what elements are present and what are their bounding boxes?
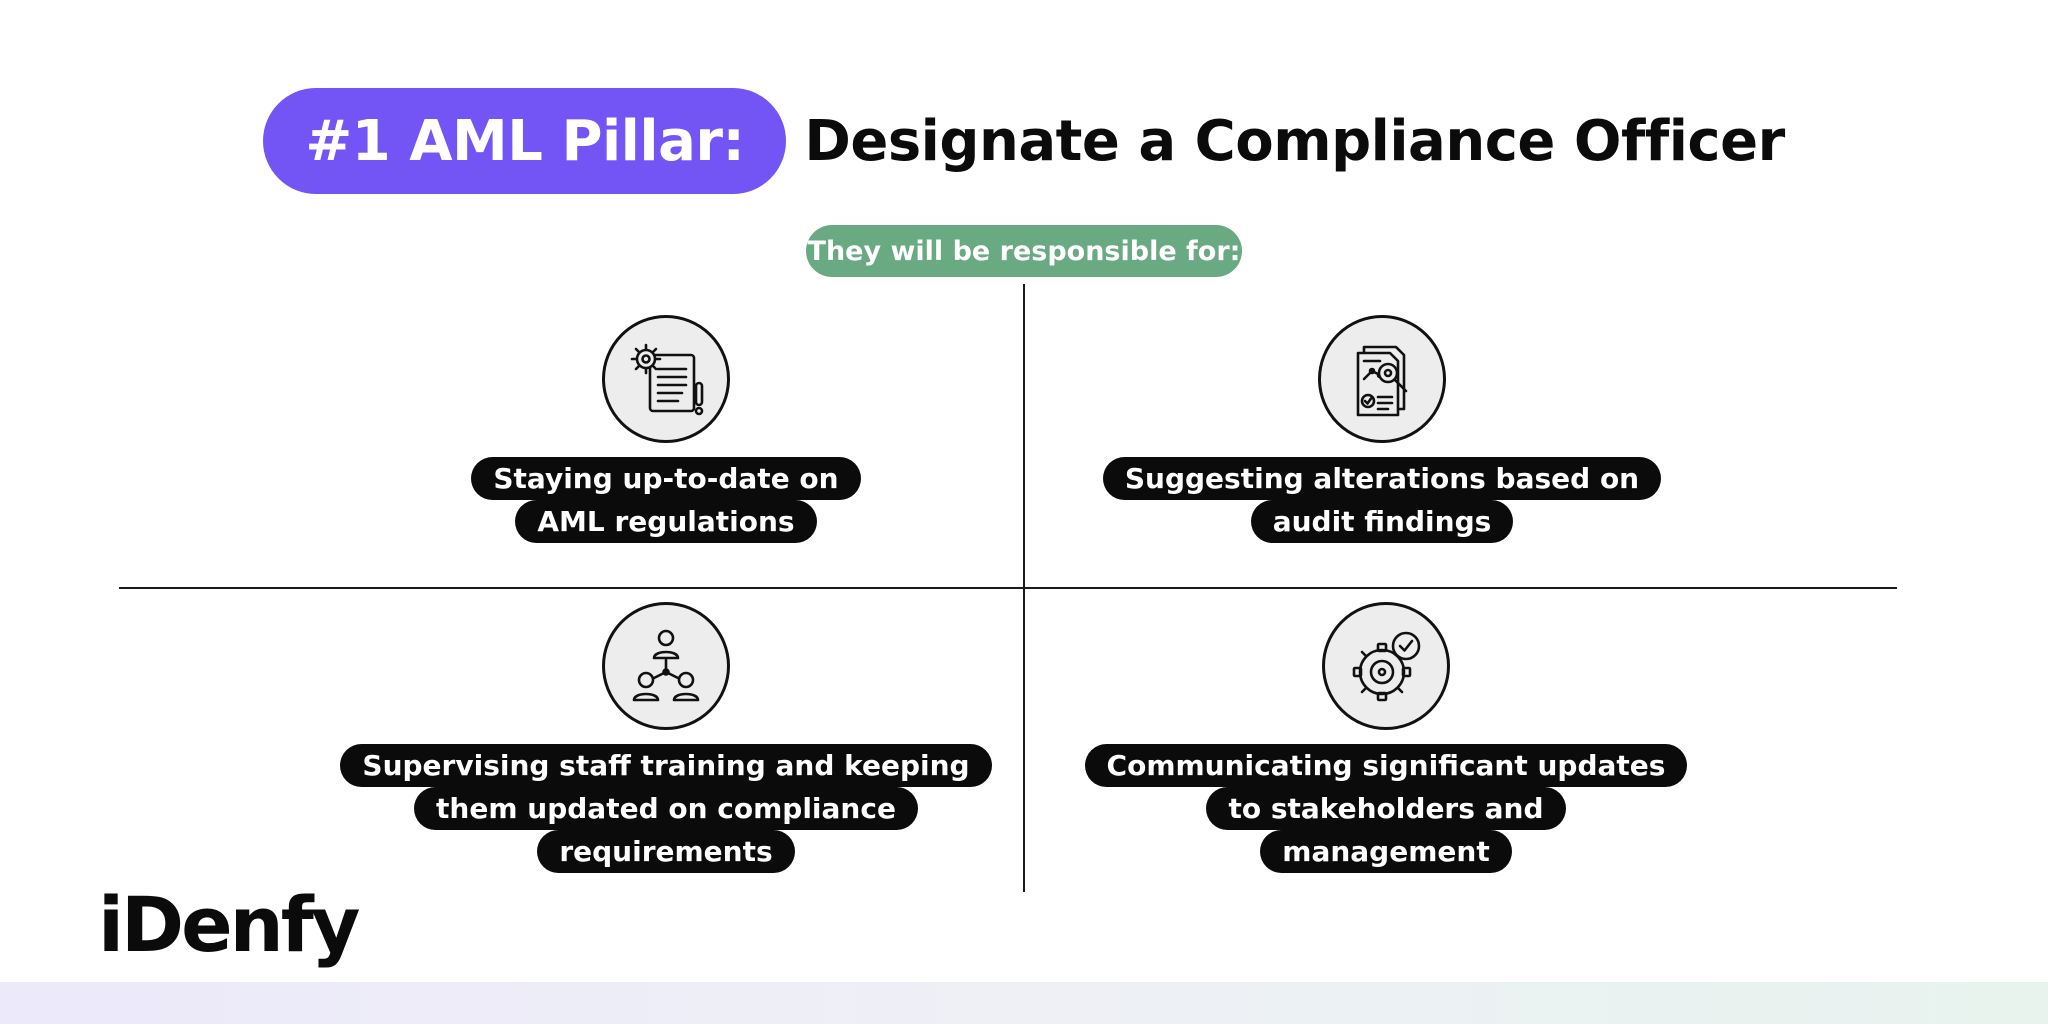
pillar-badge: #1 AML Pillar: [263, 88, 787, 194]
label-line: Staying up-to-date on [471, 457, 861, 500]
footer-band [0, 982, 2048, 1024]
quadrant-label: Supervising staff training and keeping t… [340, 744, 992, 873]
label-line: Supervising staff training and keeping [340, 744, 992, 787]
header: #1 AML Pillar: Designate a Compliance Of… [0, 88, 2048, 194]
quadrant-label: Communicating significant updates to sta… [1084, 744, 1688, 873]
label-line: audit findings [1250, 500, 1514, 543]
quadrant-label: Suggesting alterations based on audit fi… [1102, 457, 1662, 543]
quadrant-communication: Communicating significant updates to sta… [956, 602, 1816, 873]
page-title: Designate a Compliance Officer [804, 108, 1785, 174]
label-line: them updated on compliance [414, 787, 918, 830]
label-line: Communicating significant updates [1084, 744, 1688, 787]
idenfy-logo: iDenfy [98, 880, 360, 969]
label-line: AML regulations [515, 500, 817, 543]
label-line: requirements [537, 830, 795, 873]
quadrant-label: Staying up-to-date on AML regulations [471, 457, 861, 543]
label-line: to stakeholders and [1206, 787, 1566, 830]
team-network-icon [602, 602, 730, 730]
document-gear-icon [602, 315, 730, 443]
label-line: management [1260, 830, 1512, 873]
responsibilities-subheading: They will be responsible for: [806, 225, 1242, 277]
label-line: Suggesting alterations based on [1102, 457, 1662, 500]
gear-check-icon [1322, 602, 1450, 730]
quadrant-training: Supervising staff training and keeping t… [236, 602, 1096, 873]
horizontal-divider [119, 587, 1897, 589]
quadrant-audit: Suggesting alterations based on audit fi… [952, 315, 1812, 543]
quadrant-regulations: Staying up-to-date on AML regulations [236, 315, 1096, 543]
report-analysis-icon [1318, 315, 1446, 443]
